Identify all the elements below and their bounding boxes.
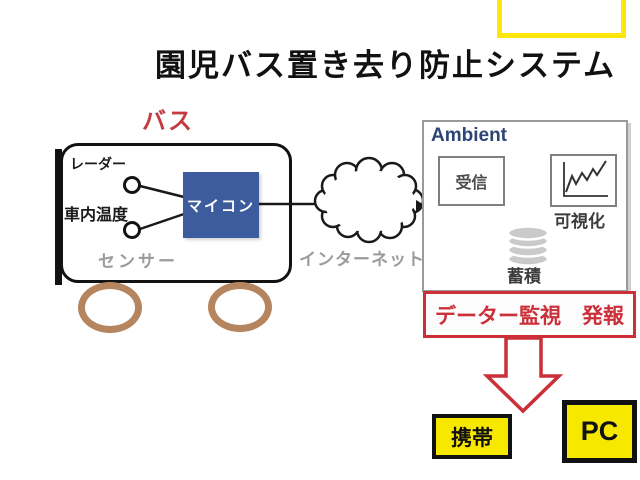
cabin-temp-label: 車内温度 (64, 207, 129, 224)
internet-cloud-icon (313, 156, 425, 244)
page-title: 園児バス置き去り防止システム (155, 48, 617, 83)
receive-label: 受信 (455, 175, 488, 192)
microcontroller-box: マイコン (183, 172, 259, 238)
arrowhead-icon (416, 200, 426, 212)
highlight-rectangle (497, 0, 626, 38)
mobile-box: 携帯 (432, 414, 512, 459)
pc-label: PC (580, 416, 619, 446)
radar-label: レーダー (70, 156, 126, 172)
visualization-box (550, 154, 617, 207)
alert-label: データー監視 発報 (435, 304, 624, 328)
sensor-label: センサー (98, 252, 178, 271)
wheel-left-icon (78, 282, 142, 333)
pc-box: PC (562, 400, 637, 463)
down-arrow-icon (482, 336, 564, 414)
store-label: 蓄積 (507, 267, 541, 286)
internet-label: インターネット (299, 250, 425, 269)
microcontroller-label: マイコン (186, 197, 255, 215)
wheel-right-icon (208, 282, 272, 332)
sensor-node-icon (123, 221, 141, 239)
visualize-label: 可視化 (554, 212, 605, 231)
ambient-title: Ambient (431, 125, 507, 146)
line-chart-icon (563, 160, 608, 197)
bus-door-bar (55, 149, 62, 285)
alert-banner: データー監視 発報 (423, 291, 636, 338)
bus-label: バス (142, 108, 194, 135)
receive-box: 受信 (438, 156, 505, 206)
sensor-node-icon (123, 176, 141, 194)
mobile-label: 携帯 (451, 426, 493, 450)
database-icon (505, 225, 551, 267)
